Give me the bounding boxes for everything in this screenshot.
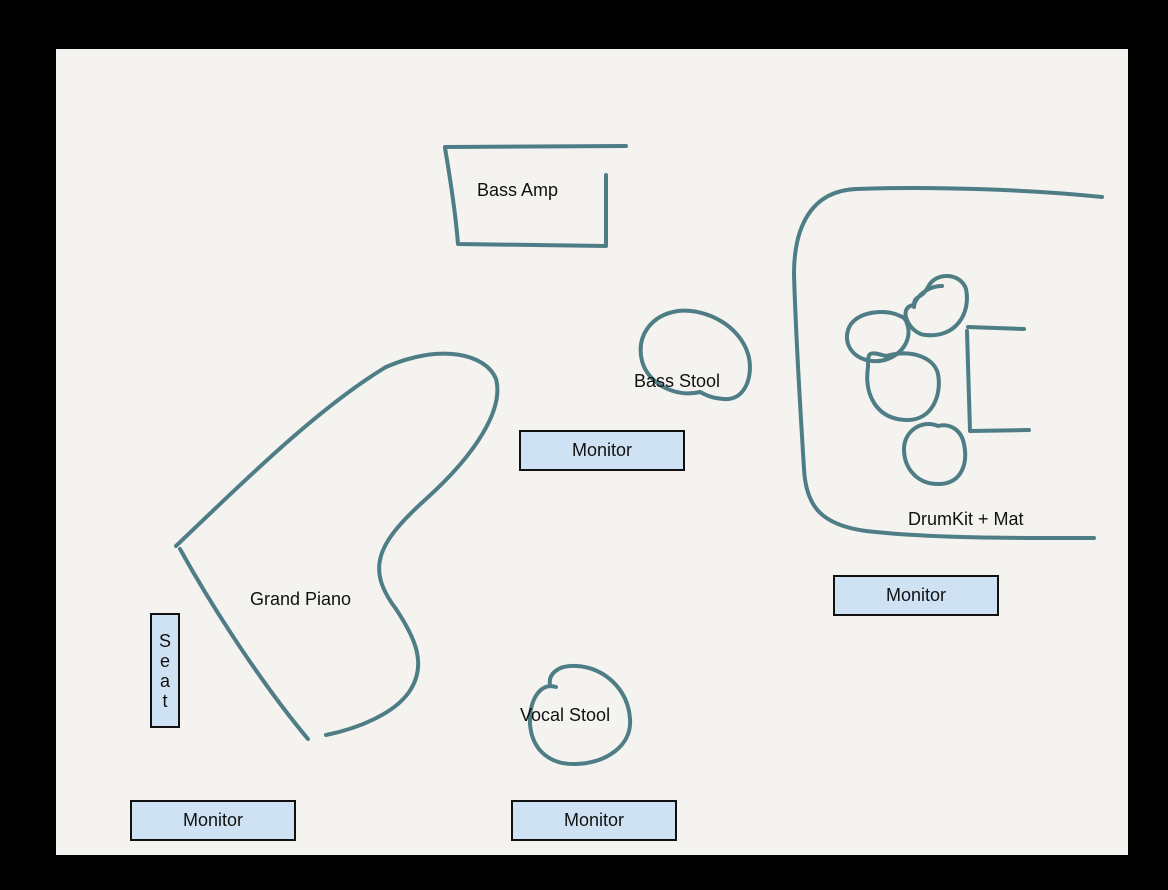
stage-plot-canvas: Bass Amp Bass Stool DrumKit + Mat Grand …: [56, 49, 1128, 855]
vocal-stool-label: Vocal Stool: [520, 705, 611, 725]
monitor-label: Monitor: [885, 585, 947, 605]
grand-piano-label: Grand Piano: [250, 589, 352, 609]
seat-letter: e: [159, 650, 170, 671]
vocal-stool-outline: [527, 663, 633, 767]
seat-letter: t: [162, 690, 168, 711]
monitor-label: Monitor: [182, 810, 244, 830]
drum-circle-2: [844, 310, 911, 364]
drum-circle-3: [865, 351, 941, 423]
drum-circle-4: [902, 422, 968, 487]
monitor-center-top: Monitor: [519, 430, 685, 471]
piano-seat: S e a t: [150, 613, 180, 728]
monitor-right: Monitor: [833, 575, 999, 616]
monitor-label: Monitor: [563, 810, 625, 830]
seat-letter: S: [158, 630, 171, 651]
grand-piano-outline: [174, 351, 500, 737]
drum-throne-outline: [965, 325, 1031, 433]
stage-sketch: [174, 144, 1104, 767]
bass-amp-outline: [443, 144, 628, 248]
monitor-bottom-left: Monitor: [130, 800, 296, 841]
drum-mat-outline: [792, 186, 1104, 541]
bass-amp-label: Bass Amp: [477, 180, 559, 200]
monitor-bottom-center: Monitor: [511, 800, 677, 841]
monitor-label: Monitor: [571, 440, 633, 460]
drumkit-label: DrumKit + Mat: [908, 509, 1024, 529]
drum-circle-1: [903, 274, 969, 338]
seat-letter: a: [159, 670, 170, 691]
grand-piano-keyboard-edge: [178, 547, 310, 741]
bass-stool-label: Bass Stool: [634, 371, 721, 391]
bass-stool-outline: [638, 308, 752, 402]
